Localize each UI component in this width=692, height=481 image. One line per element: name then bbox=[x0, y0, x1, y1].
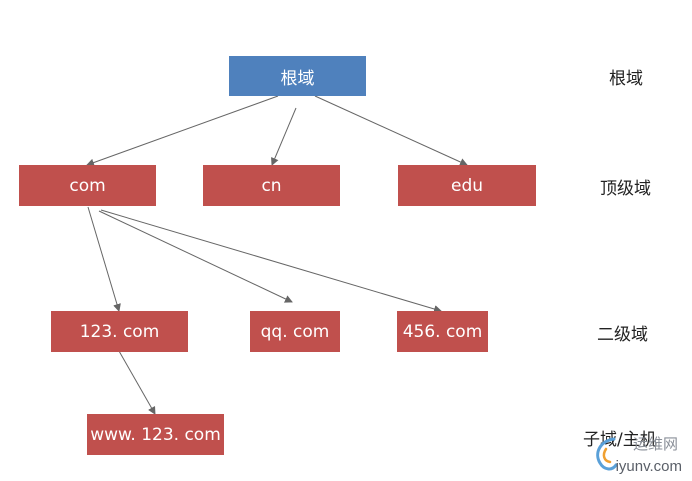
node-com: com bbox=[19, 165, 156, 206]
arrow-123-to-www bbox=[118, 350, 156, 415]
level-label-top: 顶级域 bbox=[600, 179, 651, 199]
arrow-com-to-qq bbox=[98, 210, 293, 303]
watermark-swirl-icon bbox=[596, 437, 618, 471]
level-label-root: 根域 bbox=[609, 69, 643, 89]
node-cn: cn bbox=[203, 165, 340, 206]
level-label-second: 二级域 bbox=[597, 325, 648, 345]
watermark-cn-text: 运维网 bbox=[632, 435, 678, 453]
node-qq-com: qq. com bbox=[250, 311, 340, 352]
watermark-en-text: iyunv.com bbox=[615, 458, 682, 475]
watermark: 运维网 iyunv.com bbox=[586, 433, 686, 477]
arrow-root-to-cn bbox=[271, 107, 297, 166]
node-edu: edu bbox=[398, 165, 536, 206]
node-www-123-com: www. 123. com bbox=[87, 414, 224, 455]
node-root-domain: 根域 bbox=[229, 56, 366, 96]
arrow-root-to-com bbox=[86, 95, 279, 167]
arrow-com-to-456 bbox=[100, 209, 442, 313]
node-123-com: 123. com bbox=[51, 311, 188, 352]
arrow-com-to-123 bbox=[87, 206, 121, 312]
node-456-com: 456. com bbox=[397, 311, 488, 352]
arrow-root-to-edu bbox=[314, 95, 468, 166]
